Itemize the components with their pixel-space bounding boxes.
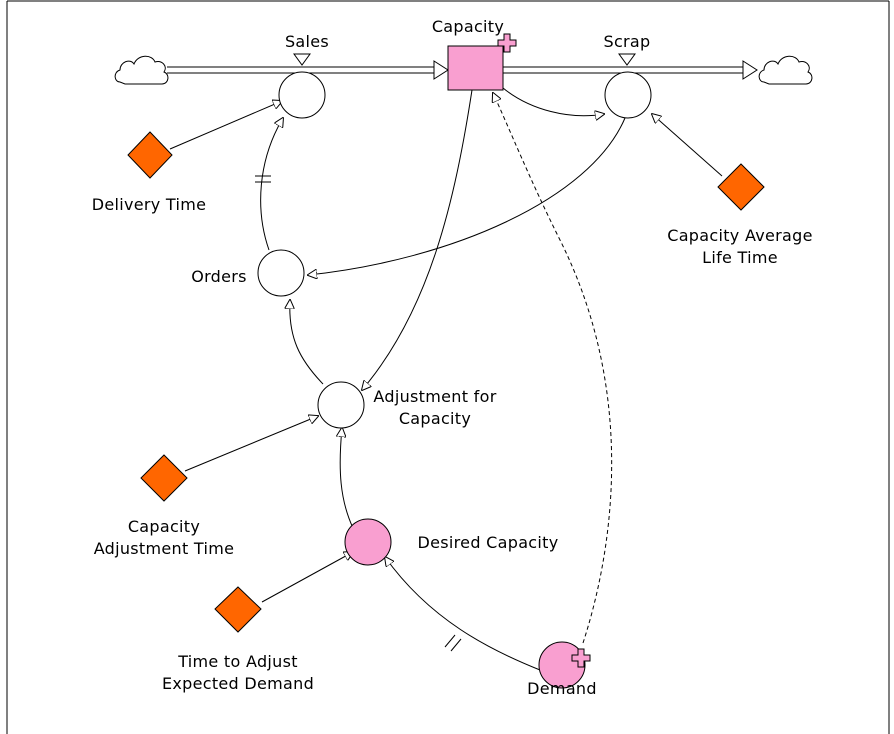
link-demand-to-capacity-dashed [493, 93, 613, 644]
delivery-time-label: Delivery Time [92, 195, 207, 214]
link-demand-to-desired [385, 557, 541, 671]
sales-valve-icon [293, 53, 311, 66]
capacity-adjustment-time-label-line2: Adjustment Time [94, 539, 235, 558]
capacity-average-life-time-label-line2: Life Time [702, 248, 778, 267]
time-to-adjust-expected-demand-label-line2: Expected Demand [162, 674, 314, 693]
delivery-time-constant[interactable] [127, 131, 173, 179]
link-delivery-time-to-sales [169, 101, 282, 150]
delay-mark-demand-desired-2 [450, 638, 462, 652]
time-to-adjust-expected-demand-constant[interactable] [214, 586, 262, 633]
scrap-valve-icon [618, 53, 636, 66]
capacity-average-life-time-constant[interactable] [717, 163, 765, 211]
scrap-flow-arrowhead [742, 60, 758, 80]
sales-label: Sales [285, 32, 329, 51]
link-capacity-to-scrap [502, 87, 604, 116]
link-desired-to-adjustment [340, 428, 354, 529]
time-to-adjust-expected-demand-label-line1: Time to Adjust [177, 652, 298, 671]
link-scrap-to-orders [308, 117, 626, 275]
demand-variable[interactable] [538, 641, 586, 689]
link-capacity-to-adjustment [362, 89, 473, 390]
link-time-to-adjust-to-desired [261, 552, 353, 603]
link-adjustment-to-orders [290, 300, 324, 385]
link-life-time-to-scrap [652, 114, 723, 177]
capacity-adjustment-time-label-line1: Capacity [128, 517, 200, 536]
sink-cloud-icon [758, 55, 813, 85]
sales-rate[interactable] [278, 71, 326, 119]
adjustment-for-capacity-variable[interactable] [317, 381, 365, 429]
capacity-label: Capacity [432, 17, 504, 36]
adjustment-for-capacity-label-line1: Adjustment for [373, 387, 496, 406]
capacity-average-life-time-label-line1: Capacity Average [667, 226, 813, 245]
delay-mark-demand-desired-1 [444, 634, 456, 648]
source-cloud-icon [114, 55, 169, 85]
capacity-adjustment-time-constant[interactable] [140, 454, 188, 502]
adjustment-for-capacity-label-line2: Capacity [399, 409, 471, 428]
scrap-label: Scrap [604, 32, 651, 51]
orders-label: Orders [191, 267, 247, 286]
link-adjustment-time-to-adjustment [184, 416, 318, 472]
desired-capacity-label: Desired Capacity [418, 533, 559, 552]
capacity-stock[interactable] [447, 45, 504, 91]
desired-capacity-variable[interactable] [344, 518, 392, 566]
scrap-rate[interactable] [604, 71, 652, 119]
sales-flow-arrowhead [433, 60, 449, 80]
link-orders-to-sales [260, 118, 283, 251]
demand-shadow-marker-icon [571, 648, 591, 668]
orders-variable[interactable] [257, 249, 305, 297]
demand-label: Demand [527, 679, 597, 698]
capacity-shadow-marker-icon [497, 33, 517, 53]
